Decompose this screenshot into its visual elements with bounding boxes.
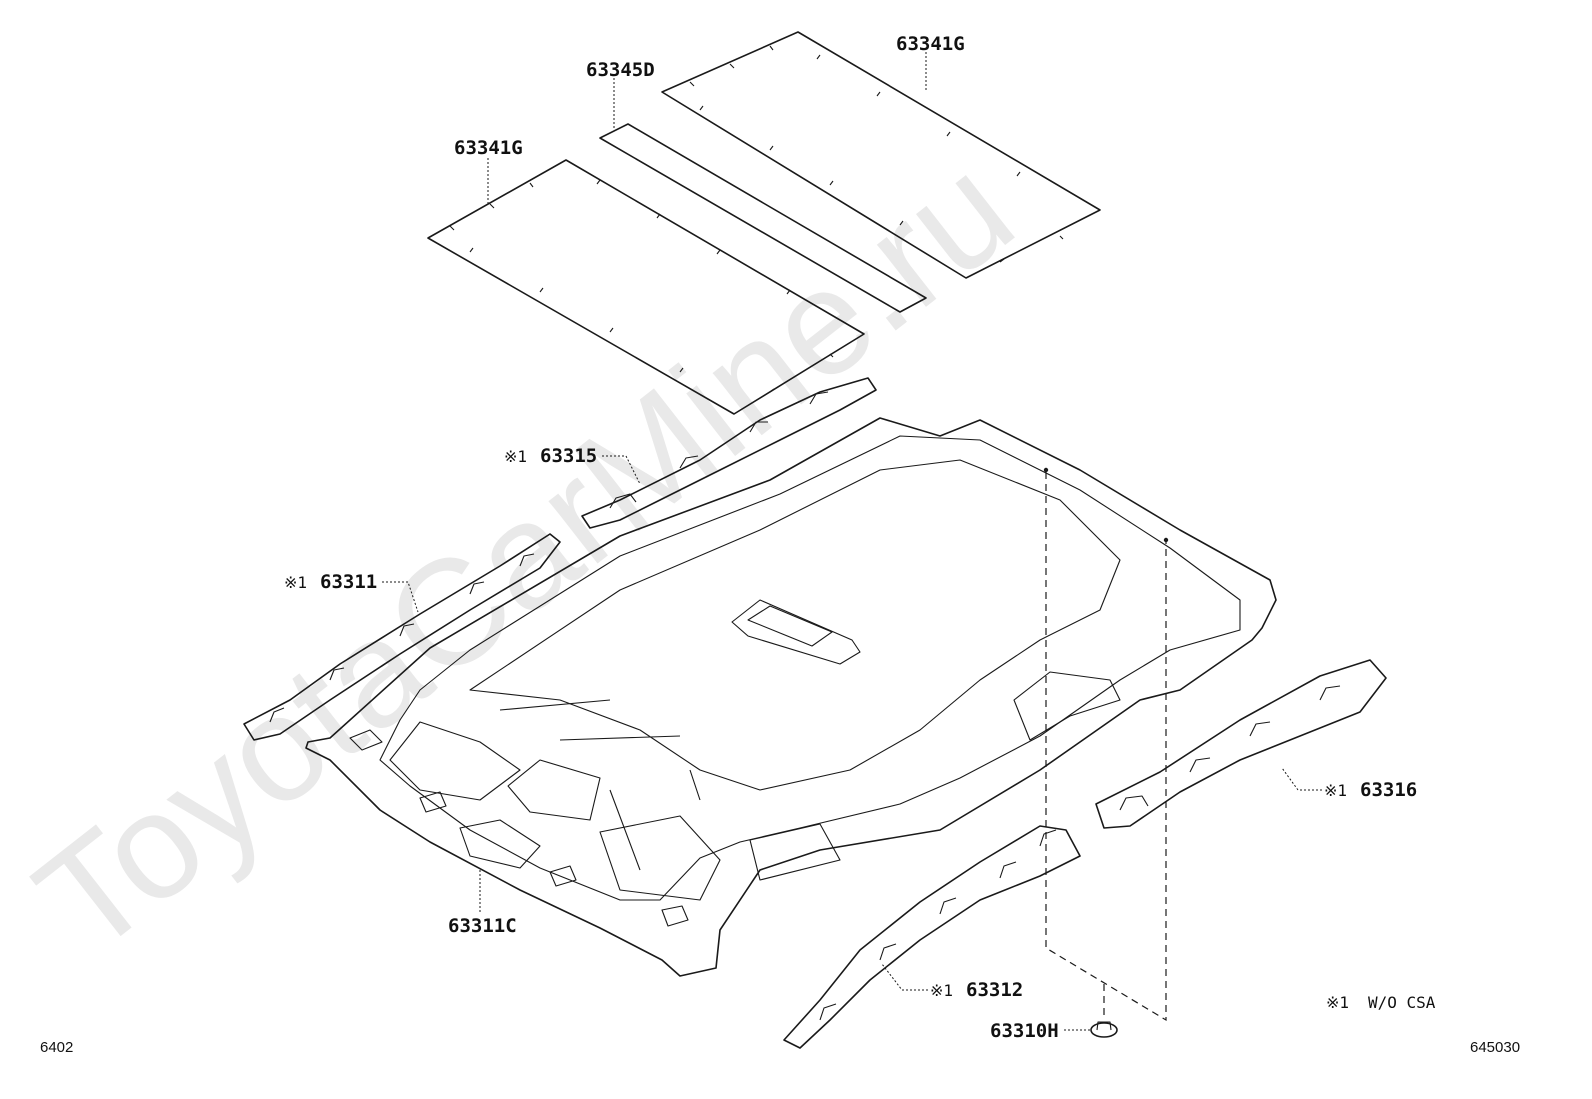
installation-lines — [1043, 467, 1169, 1022]
label-panel-63316: 63316 — [1360, 779, 1417, 801]
label-roof-silencer-rear: 63341G — [896, 33, 965, 55]
panel-63311[interactable] — [243, 533, 561, 741]
label-panel-63312: 63312 — [966, 979, 1023, 1001]
mark-63311: ※1 — [284, 573, 307, 592]
label-panel-63311: 63311 — [320, 571, 377, 593]
label-roof-silencer-center: 63345D — [586, 59, 655, 81]
label-roof-headlining: 63311C — [448, 915, 517, 937]
legend-text: W/O CSA — [1368, 993, 1436, 1012]
mark-63312: ※1 — [930, 981, 953, 1000]
label-roof-silencer-front: 63341G — [454, 137, 523, 159]
mark-63316: ※1 — [1324, 781, 1347, 800]
roof-silencer-center-strip[interactable] — [599, 123, 927, 313]
legend-mark: ※1 — [1326, 993, 1349, 1012]
mark-63315: ※1 — [504, 447, 527, 466]
watermark-text: ToyotaCarMine.ru — [6, 124, 1042, 985]
panel-63315[interactable] — [581, 377, 877, 529]
label-panel-63315: 63315 — [540, 445, 597, 467]
label-headlining-holder-clip: 63310H — [990, 1020, 1059, 1042]
panel-63312[interactable] — [783, 825, 1081, 1049]
roof-silencer-rear-pad[interactable] — [661, 31, 1101, 279]
roof-headlining[interactable] — [305, 417, 1277, 977]
leader-lines — [382, 52, 1322, 1031]
panel-63316[interactable] — [1095, 659, 1387, 829]
footer-right-code: 645030 — [1470, 1039, 1520, 1056]
headlining-holder-clip[interactable] — [1090, 1021, 1118, 1038]
roof-silencer-front-pad[interactable] — [427, 159, 865, 415]
footer-left-code: 6402 — [40, 1039, 73, 1056]
